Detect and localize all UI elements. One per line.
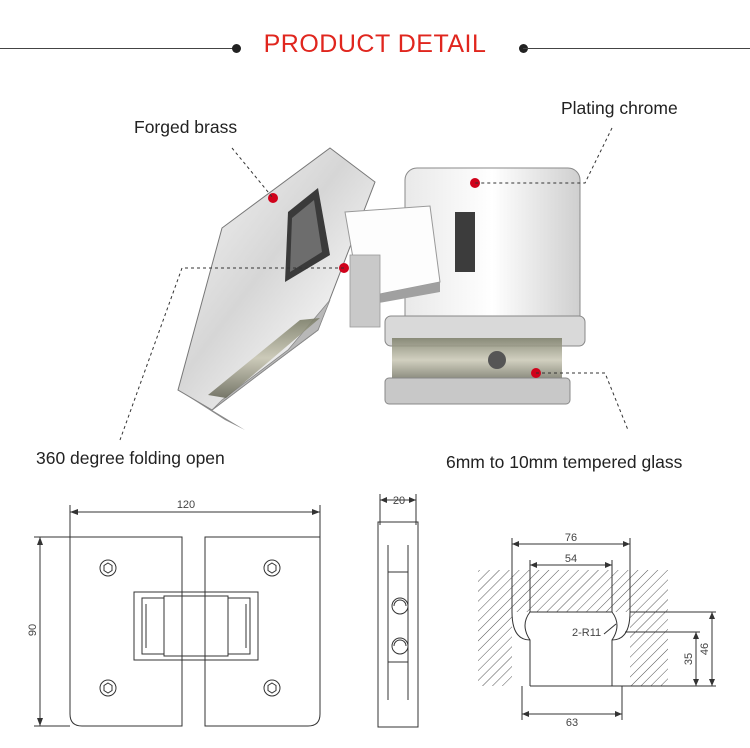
dim-side-width: 20: [393, 495, 405, 507]
hinge-block: [344, 205, 441, 328]
header-rule-left: [0, 48, 236, 49]
callout-tempered-glass: 6mm to 10mm tempered glass: [446, 452, 683, 472]
dim-front-width: 120: [177, 499, 195, 511]
callout-plating-chrome: Plating chrome: [561, 98, 678, 118]
header-dot-left: [232, 44, 241, 53]
dim-cutout-depth-46: 46: [699, 643, 711, 655]
callout-forged-brass: Forged brass: [134, 117, 238, 137]
front-view-drawing: [34, 505, 321, 727]
page-title: PRODUCT DETAIL: [263, 30, 487, 58]
dim-cutout-outer: 76: [565, 532, 577, 544]
left-hinge-plate: [177, 147, 376, 430]
header-rule-right: [523, 48, 750, 49]
leader-forged-brass: [231, 147, 274, 199]
dim-cutout-depth-35: 35: [683, 653, 695, 665]
leader-tempered-glass: [536, 372, 629, 431]
leader-folding-open: [119, 267, 344, 441]
dot-plating-chrome: [470, 178, 480, 188]
product-photo: [119, 127, 629, 441]
glass-cutout-drawing: [478, 538, 716, 720]
dim-front-height: 90: [27, 624, 39, 636]
leader-plating-chrome: [475, 127, 613, 184]
dim-cutout-radius: 2-R11: [572, 627, 601, 639]
side-view-drawing: [377, 494, 419, 728]
dim-cutout-inner: 54: [565, 553, 577, 565]
callout-folding-open: 360 degree folding open: [36, 448, 225, 468]
dim-cutout-bottom: 63: [566, 717, 578, 729]
